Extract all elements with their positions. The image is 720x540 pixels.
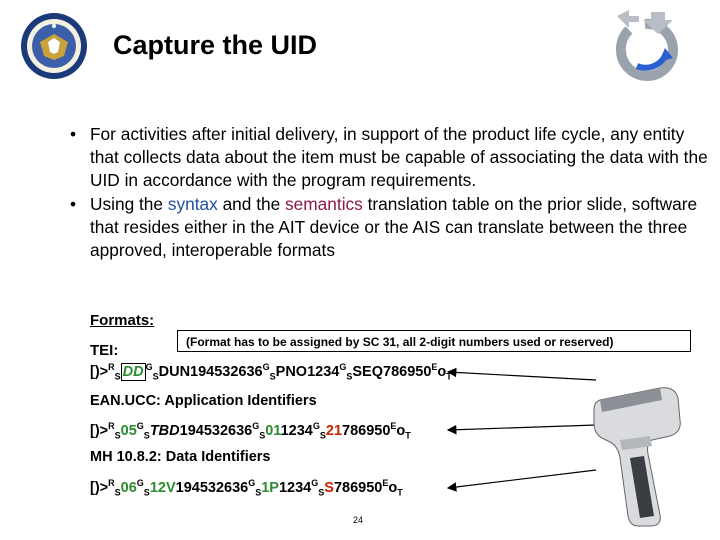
semantics-term: semantics — [285, 194, 363, 214]
bullet-list: • For activities after initial delivery,… — [70, 123, 710, 263]
dod-seal-logo — [21, 13, 87, 79]
barcode-scanner-image — [593, 387, 681, 527]
bullet-text-post: translation table on the prior slide, so… — [90, 194, 698, 260]
lifecycle-icon — [616, 10, 678, 81]
tei-label: TEI: — [90, 342, 119, 359]
syntax-term: syntax — [167, 194, 218, 214]
format-note: (Format has to be assigned by SC 31, all… — [177, 330, 691, 352]
bullet-text-pre: Using the — [90, 194, 168, 214]
bullet-item: • For activities after initial delivery,… — [70, 123, 710, 192]
mh-code: [)>RS06GS12V194532636GS1P1234GSS786950Eo… — [90, 478, 403, 498]
bullet-item: • Using the syntax and the semantics tra… — [70, 193, 710, 262]
ean-label: EAN.UCC: Application Identifiers — [90, 393, 317, 409]
tei-arrow — [446, 367, 597, 381]
mh-label: MH 10.8.2: Data Identifiers — [90, 449, 271, 465]
bullet-dot: • — [70, 194, 77, 214]
bullet-text-mid: and the — [217, 194, 286, 214]
bullet-dot: • — [70, 124, 77, 144]
slide-title: Capture the UID — [113, 30, 318, 60]
formats-label: Formats: — [90, 312, 155, 329]
bullet-text: For activities after initial delivery, i… — [90, 124, 708, 190]
page-number: 24 — [353, 515, 364, 525]
ean-arrow — [446, 424, 597, 435]
mh-arrow — [446, 469, 597, 492]
ean-code: [)>RS05GSTBD194532636GS011234GS21786950E… — [90, 421, 411, 441]
